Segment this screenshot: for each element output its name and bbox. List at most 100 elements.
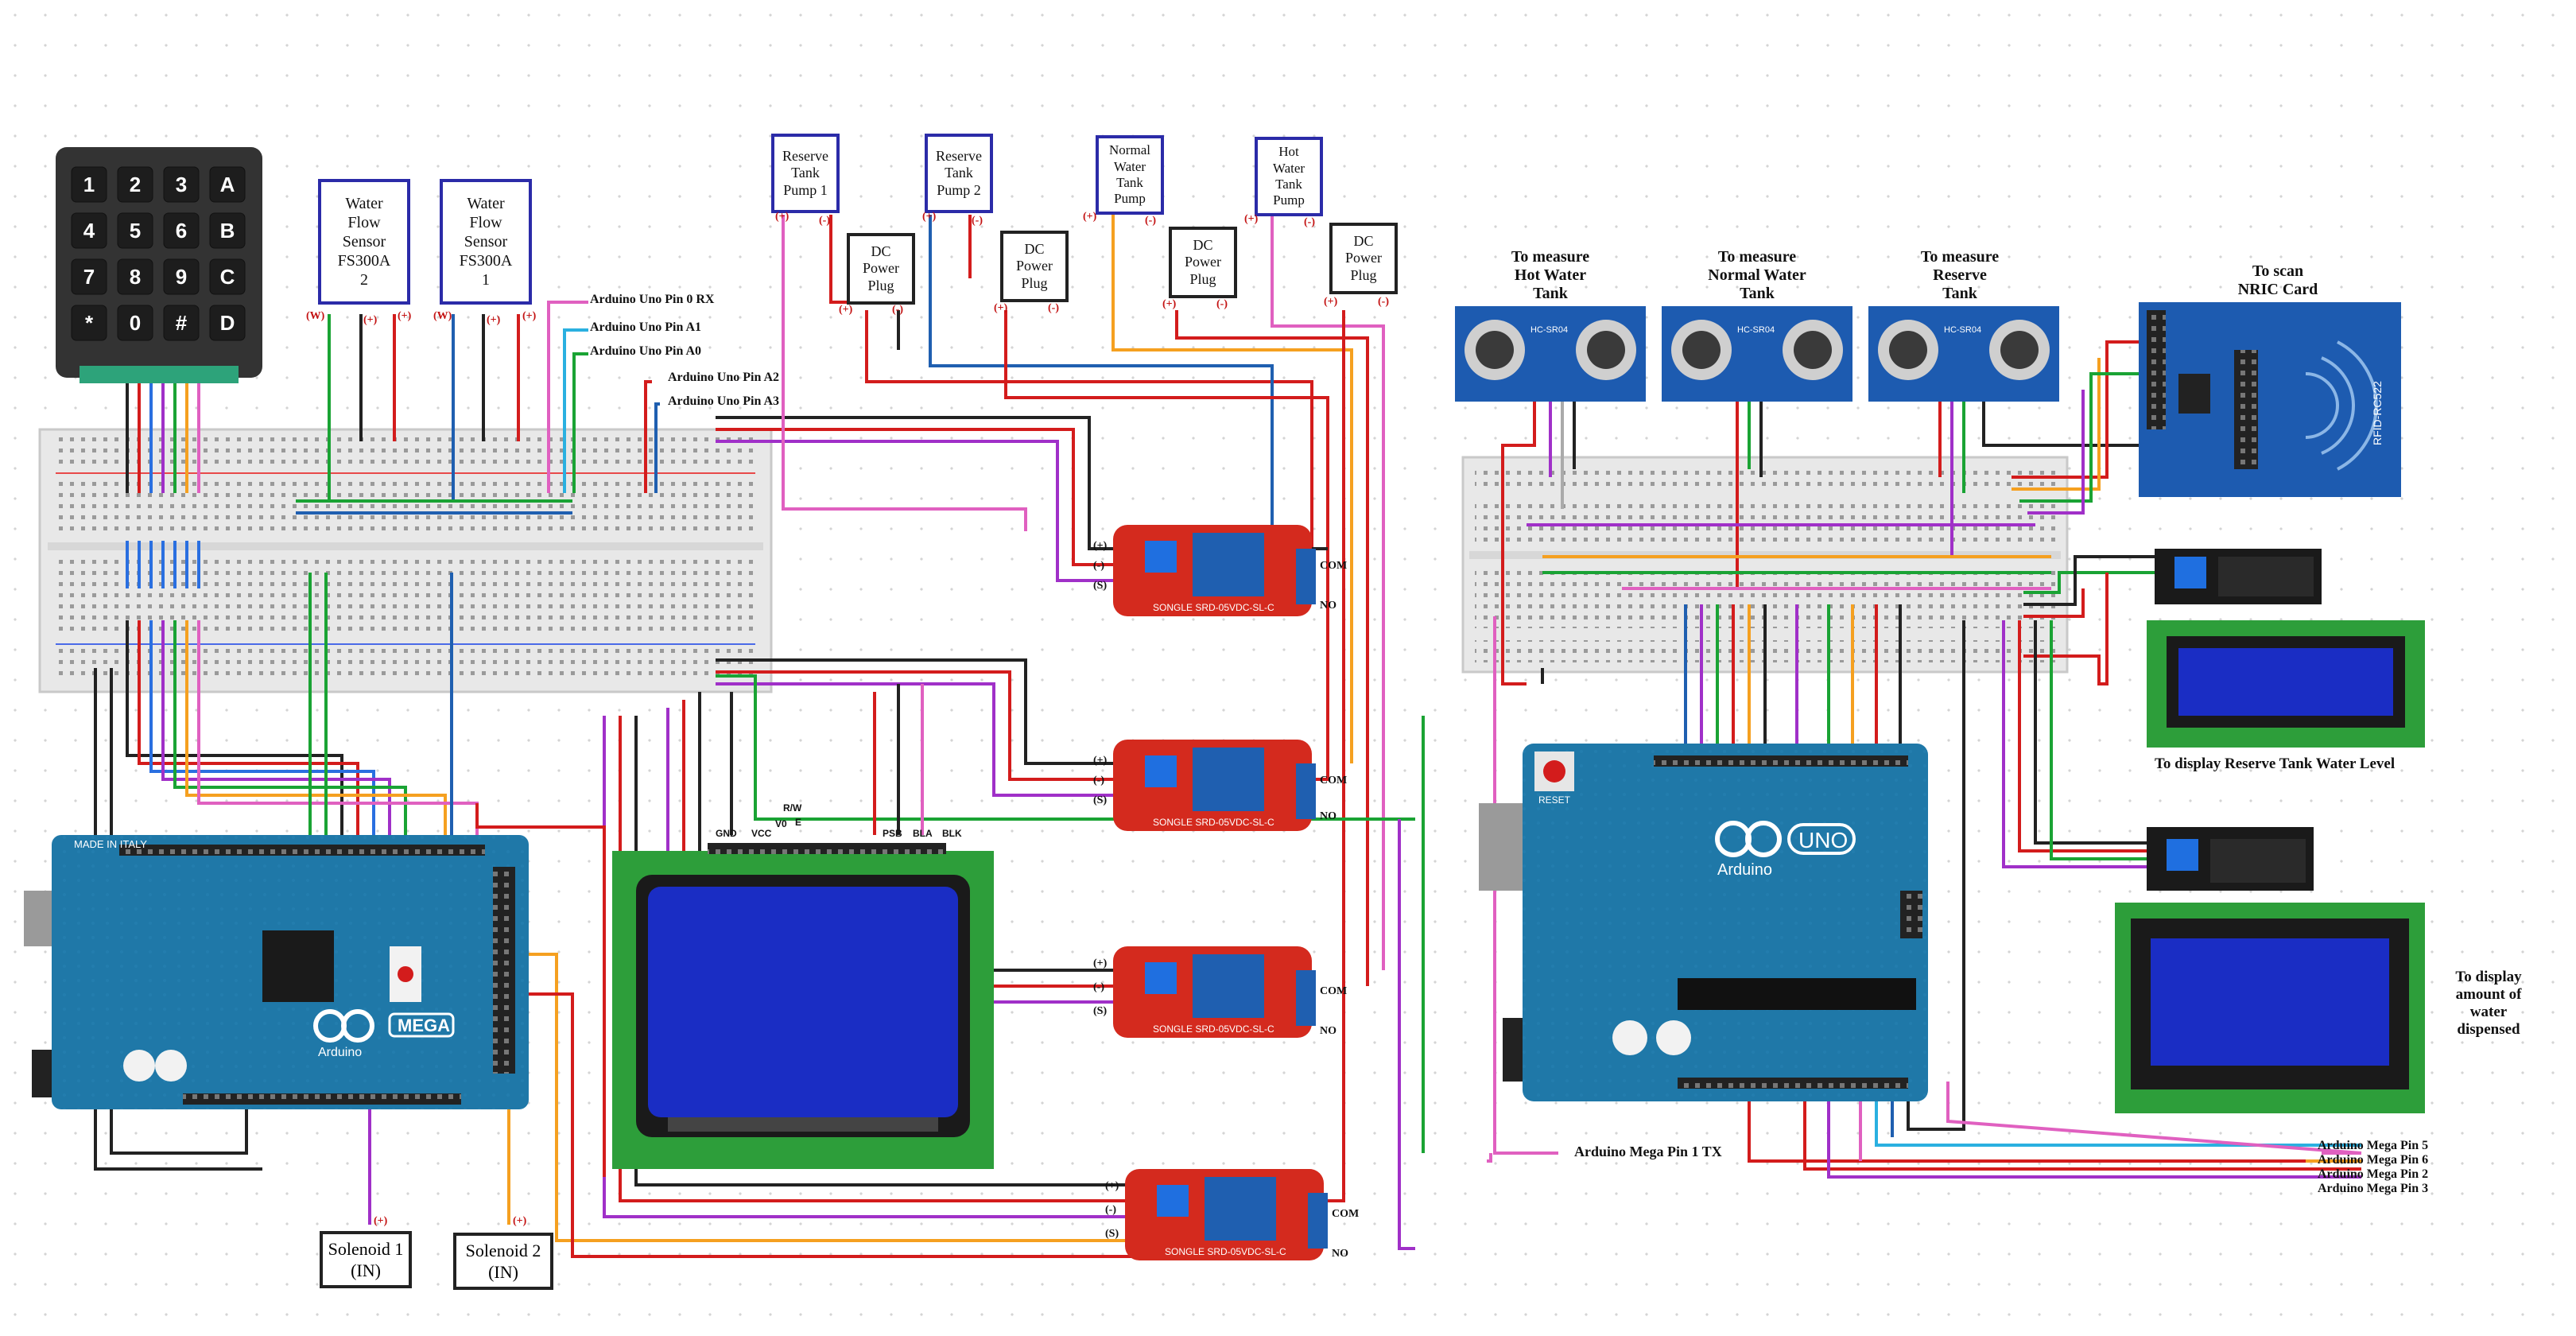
relay-pin-label: (S): [1105, 1228, 1119, 1240]
pump-pin: (-): [819, 215, 830, 227]
wires-right: [1493, 340, 2362, 1179]
lcd-small-caption: To display Reserve Tank Water Level: [2155, 755, 2396, 772]
uno-reset: RESET: [1538, 794, 1571, 806]
key-label: 2: [130, 173, 141, 196]
key-label: 6: [176, 219, 187, 243]
flow-sensor-pin: (+): [487, 314, 501, 326]
pump-pin: (+): [1083, 211, 1097, 223]
keypad-4x4: 1 2 3 A 4 5 6 B 7 8 9 C * 0 # D: [56, 147, 262, 383]
pump-pin: (+): [775, 211, 789, 223]
key-label: 0: [130, 311, 141, 335]
pump-pin: (-): [972, 215, 983, 227]
uno-brand: Arduino: [1717, 861, 1772, 879]
uno-pin-label-a3: Arduino Uno Pin A3: [668, 394, 780, 408]
lcd-1602: [2147, 620, 2425, 748]
relay-pin-label: NO: [1320, 810, 1336, 822]
key-label: 9: [176, 265, 187, 289]
lcd-pin-label: VCC: [751, 828, 772, 839]
relay-pin-label: NO: [1320, 600, 1336, 612]
pump-pin: (+): [1244, 213, 1259, 225]
plug-pin: (-): [1216, 298, 1228, 310]
relay-pin-label: COM: [1320, 560, 1347, 572]
lcd-12864: GND VCC V0 R/W E PSB BLA BLK: [612, 802, 994, 1169]
relay-pin-label: (-): [1093, 981, 1104, 993]
uno-pin-label-a0: Arduino Uno Pin A0: [590, 344, 702, 358]
relay-pin-label: (+): [1093, 957, 1108, 969]
mega-pin-6-label: Arduino Mega Pin 6: [2318, 1153, 2429, 1167]
relay-pin-label: (-): [1093, 560, 1104, 572]
key-label: 4: [83, 219, 95, 243]
relay-pin-label: (-): [1105, 1204, 1116, 1216]
ultrasonic-sensor-reserve: HC-SR04: [1868, 306, 2059, 402]
mega-pin-1-tx-label: Arduino Mega Pin 1 TX: [1574, 1144, 1722, 1159]
relay-pin-label: COM: [1320, 985, 1347, 997]
i2c-adapter-2: [2147, 827, 2314, 891]
wires-left: [94, 215, 1492, 1258]
lcd-pin-label: GND: [716, 828, 737, 839]
uno-model: UNO: [1798, 828, 1848, 852]
uno-pin-label-a1: Arduino Uno Pin A1: [590, 320, 702, 334]
mega-pin-3-label: Arduino Mega Pin 3: [2318, 1182, 2429, 1195]
relay-pin-label: COM: [1320, 775, 1347, 786]
relay-pin-label: (+): [1093, 540, 1108, 552]
mega-brand: Arduino: [318, 1046, 362, 1059]
key-label: D: [220, 311, 235, 335]
lcd-pin-label: BLK: [942, 828, 962, 839]
mega-model: MEGA: [398, 1016, 450, 1035]
plug-pin: (+): [1324, 296, 1338, 308]
arduino-mega-board: MADE IN ITALY Arduino MEGA: [24, 835, 529, 1109]
mega-made-in: MADE IN ITALY: [74, 838, 147, 850]
relay-pin-label: (S): [1093, 1005, 1107, 1017]
i2c-adapter-1: [2155, 549, 2322, 604]
solenoid-pin: (+): [513, 1215, 527, 1227]
key-label: B: [220, 219, 235, 243]
pump-pin: (-): [1145, 215, 1156, 227]
flow-sensor-pin: (W): [306, 310, 325, 322]
lcd-2004: [2115, 903, 2425, 1113]
relay-module-4: SONGLE SRD-05VDC-SL-C: [1125, 1169, 1328, 1260]
relay-silk: SONGLE SRD-05VDC-SL-C: [1153, 817, 1274, 828]
relay-pin-label: NO: [1320, 1025, 1336, 1037]
relay-pin-label: (+): [1105, 1180, 1119, 1192]
ultrasonic-model: HC-SR04: [1944, 325, 1981, 335]
pump-pin: (-): [1304, 216, 1315, 228]
plug-pin: (-): [1048, 302, 1059, 314]
arduino-uno-board: UNO Arduino RESET: [1479, 744, 1928, 1101]
relay-silk: SONGLE SRD-05VDC-SL-C: [1165, 1246, 1286, 1257]
key-label: 5: [130, 219, 141, 243]
mega-pin-2-label: Arduino Mega Pin 2: [2318, 1167, 2429, 1181]
ultrasonic-sensor-normal: HC-SR04: [1662, 306, 1852, 402]
flow-sensor-2-label: Water Flow Sensor FS300A 2: [318, 179, 410, 305]
lcd-pin-label: R/W: [783, 802, 802, 814]
flow-sensor-1-label: Water Flow Sensor FS300A 1: [440, 179, 532, 305]
key-label: A: [220, 173, 235, 196]
solenoid-1-label: Solenoid 1(IN): [320, 1231, 412, 1288]
relay-pin-label: COM: [1332, 1208, 1359, 1220]
plug-pin: (-): [1378, 296, 1389, 308]
relay-module-1: SONGLE SRD-05VDC-SL-C: [1113, 525, 1316, 616]
relay-pin-label: (S): [1093, 794, 1107, 806]
ultrasonic-model: HC-SR04: [1737, 325, 1775, 335]
relay-pin-label: NO: [1332, 1248, 1348, 1260]
ultrasonic-sensor-hot: HC-SR04: [1455, 306, 1646, 402]
lcd-pin-label: PSB: [883, 828, 902, 839]
key-label: *: [85, 311, 94, 335]
uno-pin-label-a2: Arduino Uno Pin A2: [668, 371, 780, 384]
uno-pin-label-rx: Arduino Uno Pin 0 RX: [590, 293, 715, 306]
flow-sensor-pin: (+): [363, 314, 378, 326]
ultrasonic-model: HC-SR04: [1530, 325, 1568, 335]
key-label: #: [176, 311, 188, 335]
relay-silk: SONGLE SRD-05VDC-SL-C: [1153, 1023, 1274, 1035]
key-label: 8: [130, 265, 141, 289]
plug-pin: (-): [892, 304, 903, 316]
